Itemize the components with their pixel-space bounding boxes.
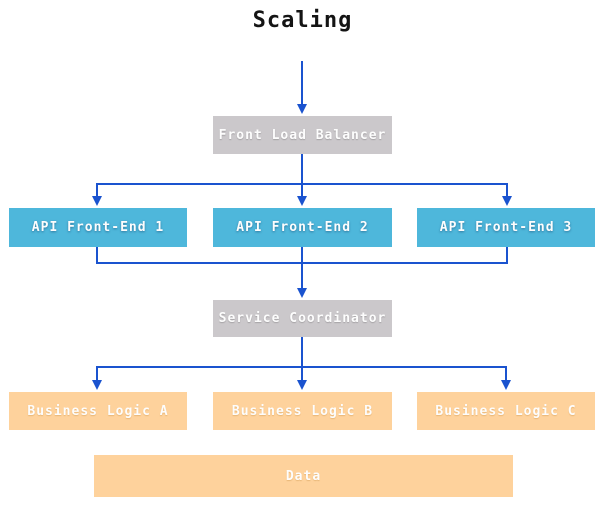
node-api-front-end-1-label: API Front-End 1 <box>31 220 165 235</box>
arrow-to-coordinator-head <box>297 288 307 298</box>
arrow-top-to-balancer-shaft <box>301 61 303 105</box>
node-api-front-end-2-label: API Front-End 2 <box>236 220 369 235</box>
arrow-top-to-balancer-head <box>297 104 307 114</box>
node-service-coordinator-label: Service Coordinator <box>218 311 387 326</box>
node-api-front-end-2: API Front-End 2 <box>213 208 392 247</box>
node-api-front-end-1: API Front-End 1 <box>9 208 187 247</box>
arrow-to-api2-head <box>297 196 307 206</box>
node-front-load-balancer-label: Front Load Balancer <box>218 127 387 143</box>
node-data: Data <box>94 455 513 497</box>
arrow-to-api1-shaft <box>96 183 98 197</box>
merge-line-apis-to-coordinator <box>96 262 508 264</box>
arrow-to-logic-a-head <box>92 380 102 390</box>
arrow-to-logic-b-head <box>297 380 307 390</box>
branch-line-balancer-to-apis <box>96 183 508 185</box>
node-api-front-end-3-label: API Front-End 3 <box>439 220 573 235</box>
node-service-coordinator: Service Coordinator <box>213 300 392 337</box>
arrow-balancer-out-shaft <box>301 154 303 197</box>
node-business-logic-c-label: Business Logic C <box>435 403 577 419</box>
node-business-logic-b-label: Business Logic B <box>231 403 374 419</box>
node-data-label: Data <box>285 468 322 484</box>
node-business-logic-c: Business Logic C <box>417 392 595 430</box>
arrow-coordinator-out-shaft <box>301 337 303 381</box>
node-business-logic-b: Business Logic B <box>213 392 392 430</box>
node-api-front-end-3: API Front-End 3 <box>417 208 595 247</box>
branch-line-coordinator-to-logic <box>96 366 507 368</box>
line-api3-down <box>506 247 508 264</box>
node-business-logic-a-label: Business Logic A <box>27 403 169 419</box>
arrow-to-logic-c-head <box>501 380 511 390</box>
arrow-to-api3-head <box>502 196 512 206</box>
line-api2-down <box>301 247 303 288</box>
arrow-to-logic-a-shaft <box>96 366 98 381</box>
node-front-load-balancer: Front Load Balancer <box>213 116 392 154</box>
arrow-to-logic-c-shaft <box>505 366 507 381</box>
diagram-title: Scaling <box>252 8 353 33</box>
node-business-logic-a: Business Logic A <box>9 392 187 430</box>
arrow-to-api3-shaft <box>506 183 508 197</box>
arrow-to-api1-head <box>92 196 102 206</box>
line-api1-down <box>96 247 98 264</box>
